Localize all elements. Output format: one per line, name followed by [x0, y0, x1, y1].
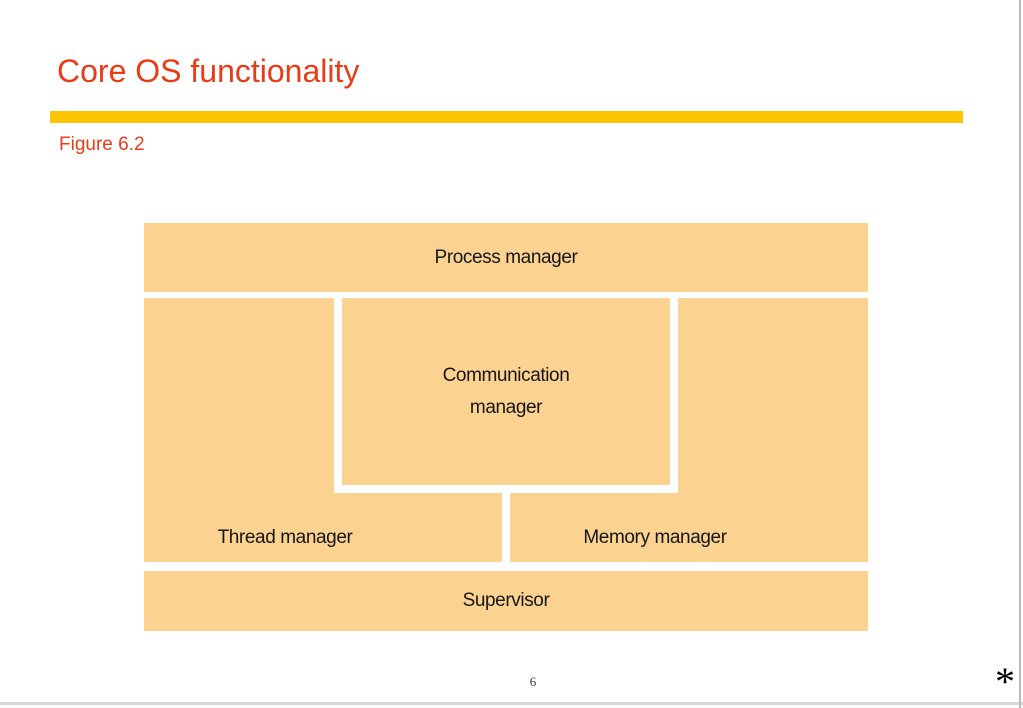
- figure-caption: Figure 6.2: [59, 134, 145, 155]
- thread-memory-divider: [502, 493, 510, 562]
- communication-manager-label-line1: Communication: [442, 364, 570, 386]
- page-title: Core OS functionality: [57, 53, 360, 89]
- supervisor-box: Supervisor: [144, 571, 868, 631]
- footnote-asterisk: *: [995, 659, 1015, 704]
- page-number: 6: [529, 674, 537, 689]
- thread-memory-band: Communication manager Thread manager Mem…: [144, 298, 868, 562]
- right-edge-rule: [1019, 0, 1021, 708]
- title-accent-bar: [50, 111, 963, 123]
- thread-manager-label: Thread manager: [217, 527, 353, 548]
- bottom-rule: [0, 702, 1023, 705]
- core-os-diagram: Process manager Communication manager Th…: [144, 223, 868, 631]
- process-manager-label: Process manager: [434, 246, 578, 268]
- process-manager-box: Process manager: [144, 223, 868, 292]
- supervisor-label: Supervisor: [462, 590, 550, 611]
- communication-manager-box: Communication manager: [342, 298, 670, 485]
- communication-manager-border: Communication manager: [334, 298, 678, 493]
- communication-manager-label-line2: manager: [469, 396, 543, 418]
- memory-manager-label: Memory manager: [583, 527, 727, 548]
